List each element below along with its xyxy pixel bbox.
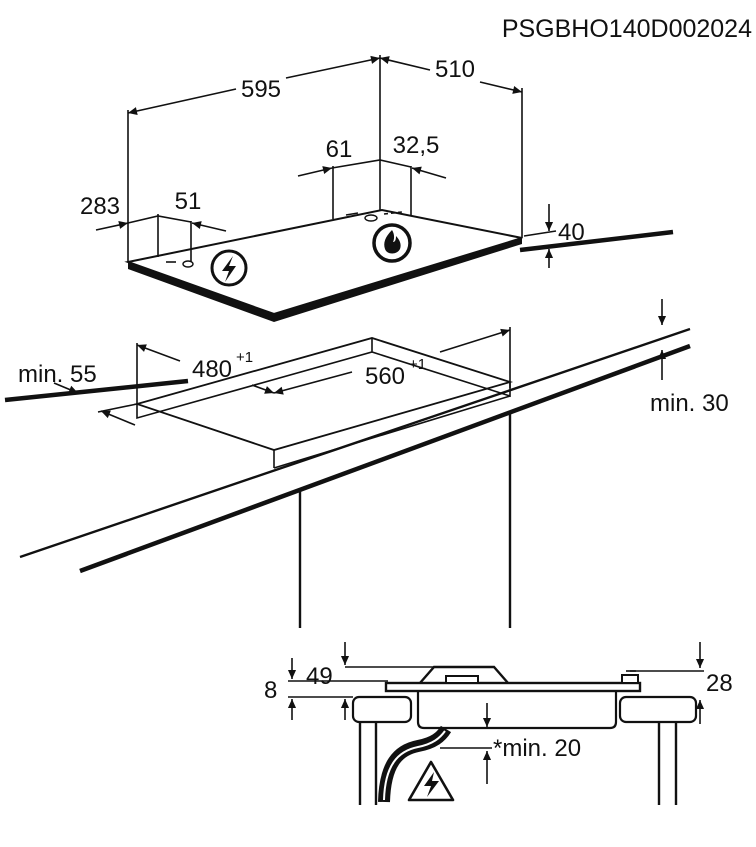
dimension-label-min-20: *min. 20 [493,735,581,762]
dimension-label-28: 28 [706,670,733,697]
dimension-line-595-right [285,55,381,79]
gas-burner-mark [364,214,378,222]
dimension-line-510-right [479,81,523,94]
warning-triangle-bolt [424,772,439,797]
hob-body [416,691,618,730]
dimension-line-560-left [273,371,353,395]
flame-icon-flame [384,230,401,254]
flame-icon [372,223,412,263]
dimension-line-480-left [136,344,181,362]
dimension-line-283 [127,215,192,224]
dimension-line-560-right [439,328,511,353]
dimension-line-51-arrow [191,221,227,232]
dimension-label-40: 40 [558,219,585,246]
worktop-back-edge [4,378,189,403]
dimension-label-61: 61 [326,136,353,163]
extension-line-40-top [523,230,557,237]
cutout-edge-line [97,403,138,413]
dimension-line-510-left [379,56,431,71]
pan-support [419,665,509,684]
dimension-label-min-30: min. 30 [650,390,729,417]
hob-plate [384,681,642,693]
dimension-tolerance-480: +1 [236,349,253,366]
dimension-label-51: 51 [175,188,202,215]
worktop-front-bottom-edge [79,343,691,574]
pan-support-opening [445,675,479,684]
gas-burner-dash-left [345,212,359,216]
hob-front-edge [128,238,522,322]
dimension-line-32-5-arrow [411,166,447,179]
worktop-cutout-view: min. 55 480 +1 560 +1 min. 30 [4,299,729,628]
dimension-tolerance-560: +1 [409,356,426,373]
dimension-arrow-min-55-lower [100,410,136,426]
dimension-line-480-right [251,384,275,394]
dimension-label-49: 49 [306,663,333,690]
dimension-label-510: 510 [435,56,475,83]
electric-zone-mark [182,260,194,268]
dimension-label-595: 595 [241,76,281,103]
warning-triangle-icon [407,760,455,802]
dimension-label-283: 283 [80,193,120,220]
cutout-inner-wall [136,338,511,420]
dimension-line-61 [331,159,412,169]
worktop-edge-right [519,229,674,253]
lightning-icon [210,249,248,287]
gas-pipe-highlight [383,730,446,801]
dimension-label-32-5: 32,5 [393,132,440,159]
dimension-label-480: 480 [192,356,232,383]
dimension-label-560: 560 [365,363,405,390]
dimension-label-8: 8 [264,677,277,704]
control-knob [621,674,639,684]
gas-burner-dash-right [383,211,403,215]
worktop-section-right [618,695,698,724]
dimension-line-61-arrow [297,166,333,177]
dimension-label-min-55: min. 55 [18,361,97,388]
worktop-section-left [351,695,413,724]
lightning-icon-bolt [222,256,236,282]
dimension-line-595-left [127,88,237,116]
cross-section-view: 49 8 28 *min. 20 [264,642,733,805]
hob-top-view: 595 510 61 32,5 283 51 [80,55,674,322]
document-code: PSGBHO140D002024 [502,15,752,43]
dimension-line-283-arrow [95,220,129,231]
dimension-arrow-min-55-upper [53,382,79,394]
cutout-box-bottom [273,395,511,469]
